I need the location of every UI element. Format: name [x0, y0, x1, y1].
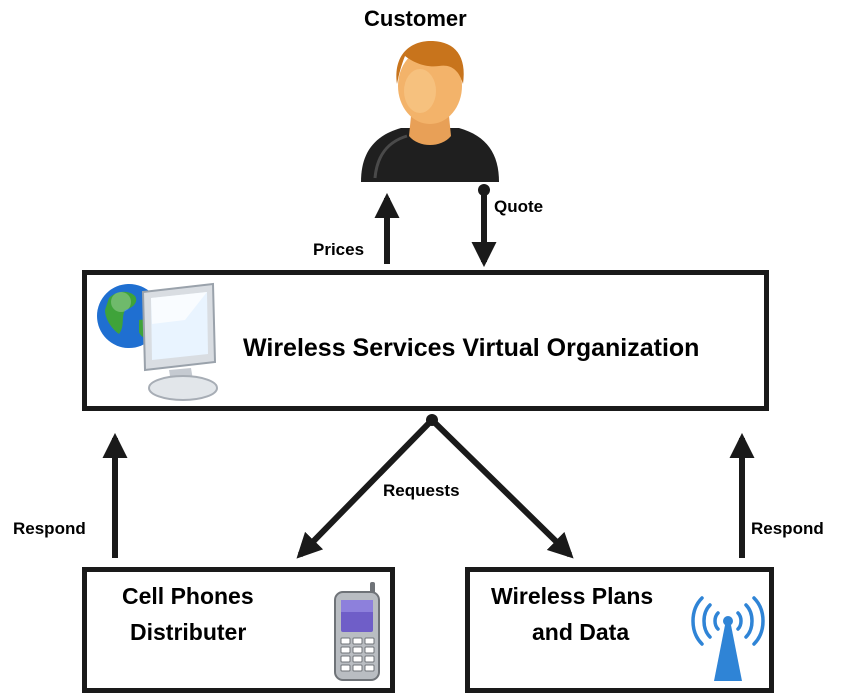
- requests-arrow-left: [296, 417, 435, 559]
- wireless-plans-line1: Wireless Plans: [491, 583, 654, 609]
- quote-label: Quote: [494, 197, 544, 216]
- customer-label: Customer: [364, 6, 467, 31]
- cell-phones-line1: Cell Phones: [122, 583, 254, 609]
- respond-right-label: Respond: [751, 519, 824, 538]
- cell-phones-line2: Distributer: [130, 619, 247, 645]
- respond-left-label: Respond: [13, 519, 86, 538]
- globe-computer-icon: [97, 282, 218, 401]
- requests-label: Requests: [383, 481, 460, 500]
- wireless-antenna-icon: [691, 596, 765, 681]
- requests-arrow-right: [429, 417, 574, 559]
- virtual-org-label: Wireless Services Virtual Organization: [243, 334, 700, 362]
- cell-phone-icon: [334, 582, 380, 681]
- customer-person-icon: [361, 40, 499, 182]
- prices-label: Prices: [313, 240, 365, 259]
- wireless-plans-line2: and Data: [532, 619, 630, 645]
